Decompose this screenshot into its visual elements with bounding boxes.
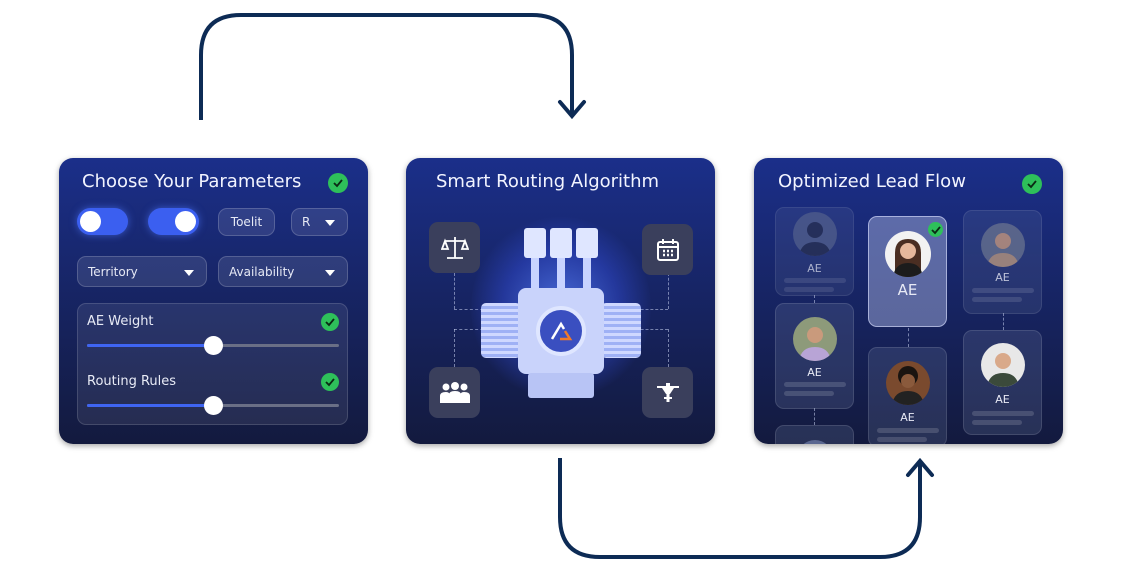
card-label: AE bbox=[807, 262, 822, 275]
routing-rules-slider[interactable] bbox=[87, 396, 339, 415]
dropdown-label: Territory bbox=[88, 264, 138, 279]
card-label: AE bbox=[900, 411, 915, 424]
ae-card[interactable]: AE bbox=[963, 330, 1042, 435]
lead-flow-panel: Optimized Lead Flow AE AE AE AE AE AE bbox=[754, 158, 1063, 444]
chevron-down-icon bbox=[184, 270, 194, 276]
card-label: AE bbox=[807, 366, 822, 379]
logo-icon bbox=[536, 306, 586, 356]
avatar bbox=[885, 361, 930, 405]
panel-title: Smart Routing Algorithm bbox=[436, 171, 660, 192]
ae-weight-slider[interactable] bbox=[87, 336, 339, 355]
dropdown-label: Availability bbox=[229, 264, 295, 279]
select-value: R bbox=[302, 215, 311, 229]
check-icon bbox=[328, 173, 348, 193]
ae-card[interactable]: AE bbox=[963, 210, 1042, 314]
check-icon bbox=[321, 313, 339, 331]
top-arrow bbox=[199, 13, 574, 120]
chevron-down-icon bbox=[325, 270, 335, 276]
ae-card[interactable]: AE bbox=[868, 347, 947, 444]
funnel-icon bbox=[642, 367, 693, 418]
slider-label: AE Weight bbox=[87, 314, 154, 329]
avatar bbox=[980, 223, 1025, 267]
toggle-2[interactable] bbox=[148, 208, 199, 235]
slider-thumb[interactable] bbox=[204, 396, 223, 415]
bottom-arrowhead bbox=[906, 457, 934, 477]
availability-dropdown[interactable]: Availability bbox=[218, 256, 348, 287]
toggle-1[interactable] bbox=[77, 208, 128, 235]
calendar-icon bbox=[642, 224, 693, 275]
avatar bbox=[792, 317, 837, 361]
sliders-box: AE Weight Routing Rules bbox=[77, 303, 348, 425]
check-icon bbox=[1022, 174, 1042, 194]
territory-dropdown[interactable]: Territory bbox=[77, 256, 207, 287]
toelit-button[interactable]: Toelit bbox=[218, 208, 275, 236]
avatar bbox=[980, 343, 1025, 387]
avatar bbox=[792, 212, 837, 256]
team-icon bbox=[429, 367, 480, 418]
ae-card-selected[interactable]: AE bbox=[868, 216, 947, 327]
check-icon bbox=[928, 222, 943, 237]
r-select[interactable]: R bbox=[291, 208, 348, 236]
ae-card[interactable]: AE bbox=[775, 207, 854, 296]
card-label: AE bbox=[897, 281, 918, 299]
check-icon bbox=[321, 373, 339, 391]
parameters-panel: Choose Your Parameters Toelit R Territor… bbox=[59, 158, 368, 444]
panel-title: Optimized Lead Flow bbox=[778, 171, 966, 192]
chevron-down-icon bbox=[325, 220, 335, 226]
ae-card[interactable] bbox=[775, 425, 854, 444]
top-arrowhead bbox=[558, 100, 586, 120]
slider-thumb[interactable] bbox=[204, 336, 223, 355]
bottom-arrow bbox=[558, 458, 922, 559]
avatar bbox=[884, 231, 931, 277]
card-label: AE bbox=[995, 393, 1010, 406]
ae-card[interactable]: AE bbox=[775, 303, 854, 409]
algorithm-panel: Smart Routing Algorithm bbox=[406, 158, 715, 444]
panel-title: Choose Your Parameters bbox=[82, 171, 302, 192]
slider-label: Routing Rules bbox=[87, 374, 177, 389]
scales-icon bbox=[429, 222, 480, 273]
card-label: AE bbox=[995, 271, 1010, 284]
